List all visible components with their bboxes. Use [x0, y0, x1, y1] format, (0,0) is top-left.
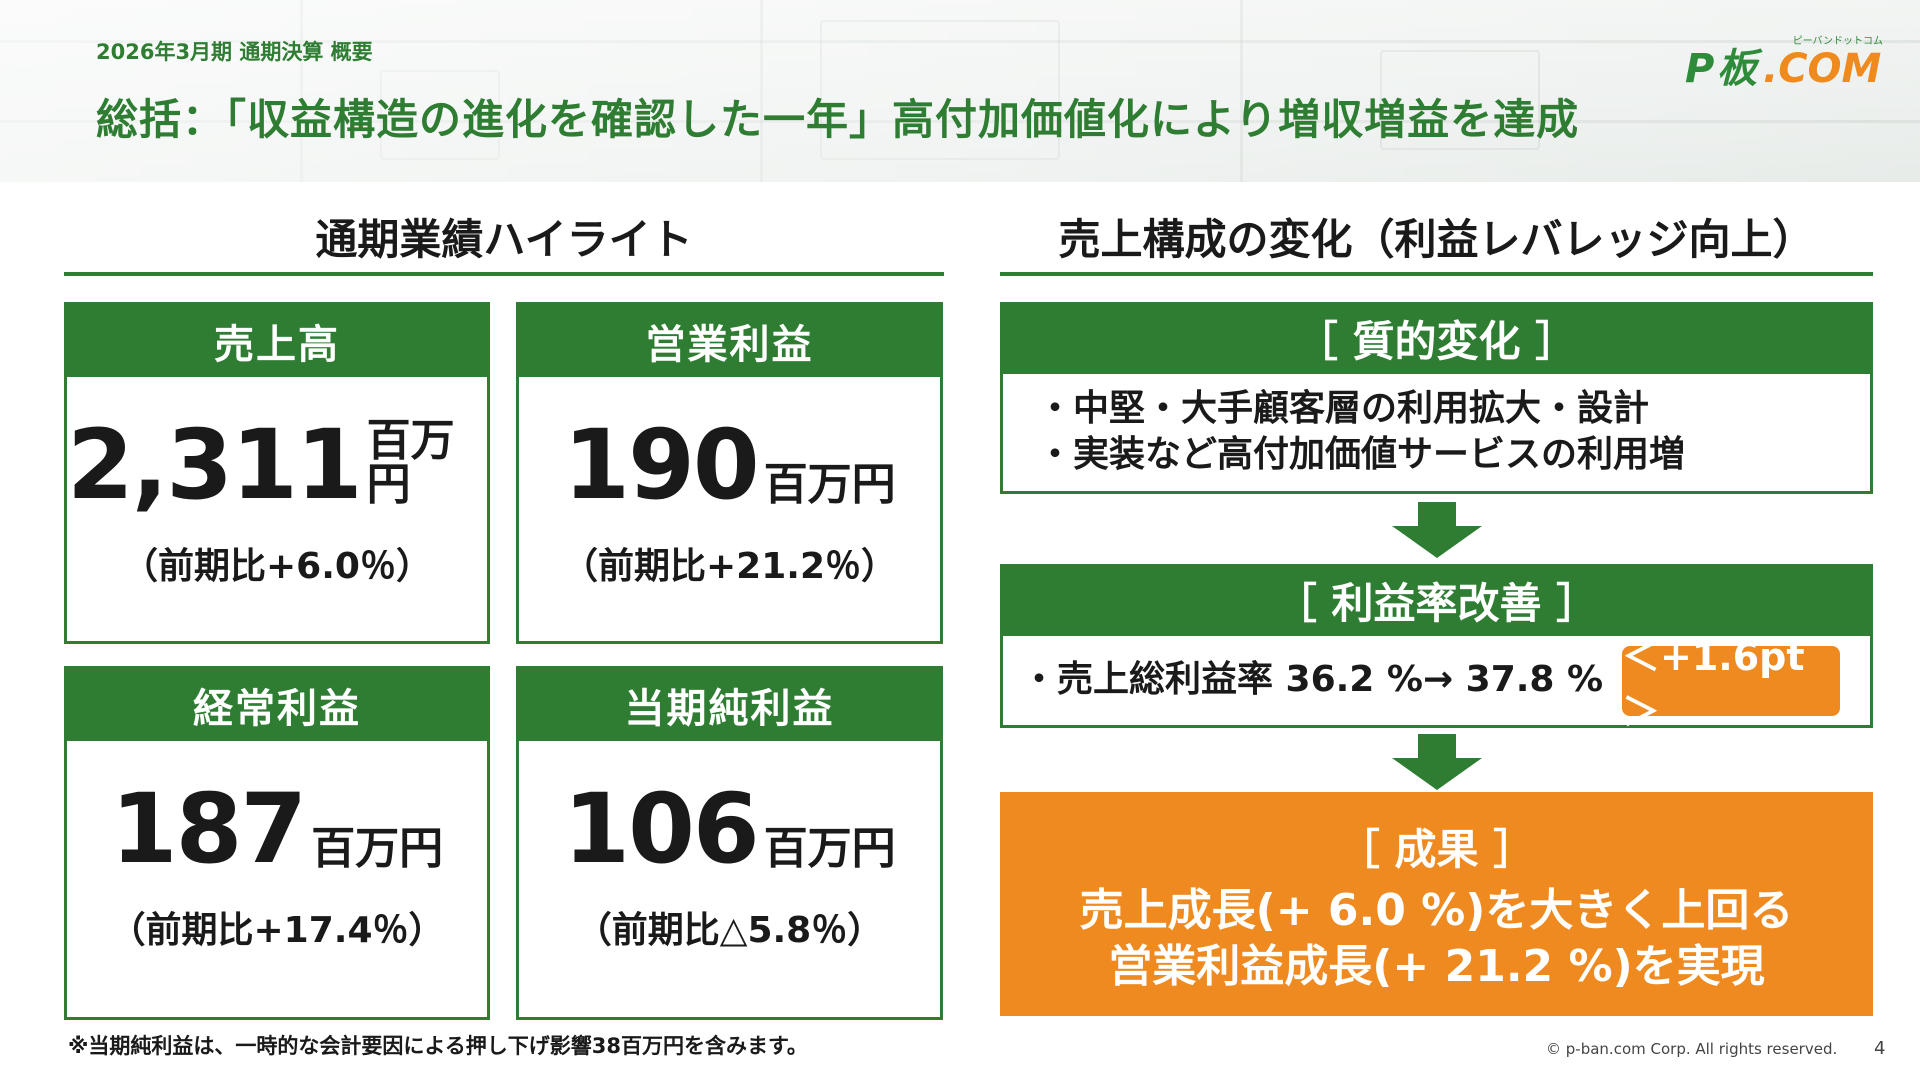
highlights-underline [64, 272, 944, 276]
logo-com: .COM [1763, 46, 1881, 90]
result-line: 営業利益成長(+ 21.2 %)を実現 [1108, 941, 1765, 992]
kpi-value-row: 106 百万円 [519, 781, 940, 877]
header-band [0, 0, 1920, 182]
logo-kanji: 板 [1717, 46, 1763, 90]
kpi-label: 当期純利益 [519, 669, 940, 741]
page-number: 4 [1874, 1038, 1886, 1059]
kpi-value: 190 [563, 409, 759, 521]
header-overlay [0, 0, 1920, 182]
kpi-card-net-income: 当期純利益 106 百万円 （前期比△5.8％） [516, 666, 943, 1020]
logo-p: P [1685, 46, 1714, 90]
kpi-change: （前期比△5.8％） [575, 910, 884, 951]
kpi-value: 2,311 [67, 409, 363, 521]
kpi-value-row: 2,311 百万円 [67, 417, 487, 513]
kpi-card-ordinary-profit: 経常利益 187 百万円 （前期比+17.4％） [64, 666, 490, 1020]
highlights-heading: 通期業績ハイライト [315, 215, 693, 264]
composition-heading: 売上構成の変化（利益レバレッジ向上） [1058, 215, 1815, 264]
kpi-unit: 百万円 [763, 823, 896, 874]
margin-improvement-header: ［ 利益率改善 ］ [1000, 564, 1873, 636]
margin-line: ・売上総利益率 36.2 %→ 37.8 % [1021, 659, 1604, 700]
copyright: © p-ban.com Corp. All rights reserved. [1546, 1040, 1838, 1058]
kpi-label: 売上高 [67, 305, 487, 377]
kpi-change: （前期比+6.0％） [122, 546, 432, 587]
result-title: ［ 成果 ］ [1337, 825, 1536, 874]
down-arrow-icon [1392, 734, 1482, 790]
kpi-value: 106 [563, 773, 759, 885]
company-logo: ピーバンドットコム P 板 .COM [1685, 35, 1883, 90]
down-arrow-icon [1392, 502, 1482, 558]
margin-delta-badge: ＜+1.6pt＞ [1622, 635, 1840, 734]
quality-change-body: ・中堅・大手顧客層の利用拡大・設計 ・実装など高付加価値サービスの利用増 [1000, 374, 1873, 494]
quality-line: ・中堅・大手顧客層の利用拡大・設計 [1037, 388, 1650, 429]
composition-underline [1000, 272, 1873, 276]
quality-change-header: ［ 質的変化 ］ [1000, 302, 1873, 374]
page-title: 総括：「収益構造の進化を確認した一年」高付加価値化により増収増益を達成 [96, 95, 1580, 144]
result-box: ［ 成果 ］ 売上成長(+ 6.0 %)を大きく上回る 営業利益成長(+ 21.… [1000, 792, 1873, 1016]
kpi-value-row: 190 百万円 [519, 417, 940, 513]
page-subtitle: 2026年3月期 通期決算 概要 [96, 40, 373, 64]
kpi-card-sales: 売上高 2,311 百万円 （前期比+6.0％） [64, 302, 490, 644]
quality-line: ・実装など高付加価値サービスの利用増 [1037, 434, 1686, 475]
kpi-unit: 百万円 [311, 823, 444, 874]
kpi-change: （前期比+21.2％） [562, 546, 897, 587]
kpi-change: （前期比+17.4％） [109, 910, 445, 951]
kpi-card-operating-profit: 営業利益 190 百万円 （前期比+21.2％） [516, 302, 943, 644]
logo-ruby: ピーバンドットコム [1793, 35, 1883, 47]
kpi-label: 経常利益 [67, 669, 487, 741]
result-line: 売上成長(+ 6.0 %)を大きく上回る [1079, 885, 1794, 936]
footnote: ※当期純利益は、一時的な会計要因による押し下げ影響38百万円を含みます。 [68, 1034, 808, 1058]
kpi-value: 187 [110, 773, 307, 885]
kpi-unit: 百万円 [763, 459, 896, 510]
kpi-label: 営業利益 [519, 305, 940, 377]
kpi-value-row: 187 百万円 [67, 781, 487, 877]
kpi-unit: 百万円 [366, 415, 455, 510]
